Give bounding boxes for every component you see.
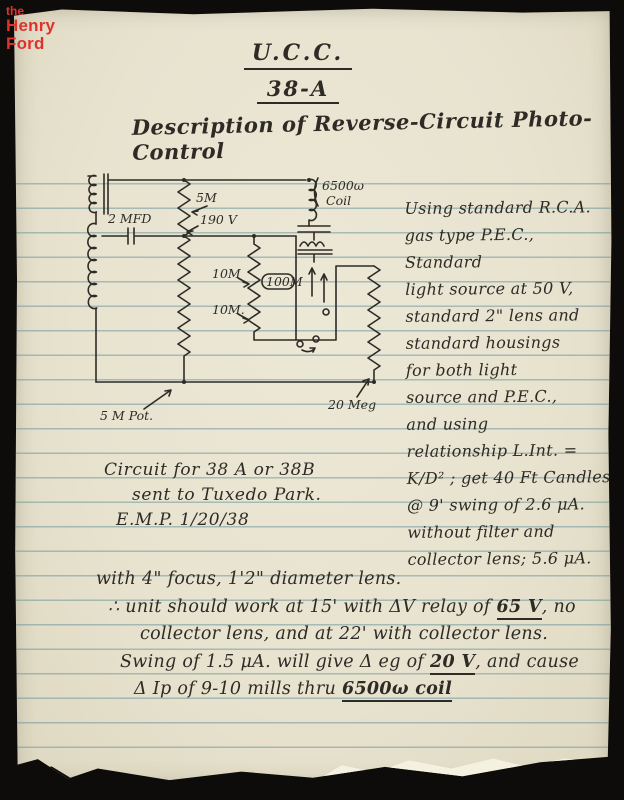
side-note-line: without filter and [407,521,555,542]
side-note-line: gas type P.E.C., Standard [404,224,535,272]
torn-corner-notch [14,763,84,781]
side-note-line: light source at 50 V, [405,278,574,299]
side-note-line: K/D² ; get 40 Ft Candles [406,467,611,488]
logo-ford: Ford [6,33,45,53]
underlined-value: 65 V [496,596,542,620]
side-note: Using standard R.C.A. gas type P.E.C., S… [404,193,611,573]
bottom-note-text: ∴ unit should work at 15' with ΔV relay … [108,596,497,617]
bottom-note-line-1: with 4" focus, 1'2" diameter lens. [96,569,402,589]
notebook-page: U.C.C. 38-A Description of Reverse-Circu… [14,8,612,781]
side-note-line: and using [406,414,489,434]
bottom-note-text: , and cause [475,651,580,672]
bottom-note-text: Δ Ip of 9-10 mills thru [134,679,342,699]
logo-henry: Henry [6,16,56,36]
heading-org: U.C.C. [243,40,353,70]
heading-model: 38-A [256,76,340,104]
diagram-caption: Circuit for 38 A or 38B sent to Tuxedo P… [104,458,322,533]
side-note-line: Using standard R.C.A. [404,197,592,218]
side-note-line: standard housings [405,332,561,353]
side-note-line: for both light [405,359,518,380]
bottom-note-text: Swing of 1.5 μA. will give Δ eg of [120,651,431,672]
bottom-note-line-3: collector lens, and at 22' with collecto… [140,624,549,644]
bottom-note-line-4: Swing of 1.5 μA. will give Δ eg of 20 V,… [84,649,611,677]
underlined-value: 20 V [430,651,476,675]
side-note-line: source and P.E.C., [406,386,558,407]
caption-line-2: sent to Tuxedo Park. [132,485,322,505]
henry-ford-logo: the Henry Ford [6,5,55,52]
bottom-note-line-5: Δ Ip of 9-10 mills thru 6500ω coil [84,676,611,704]
bottom-note-text: , no [541,596,576,617]
page-subtitle: Description of Reverse-Circuit Photo-Con… [131,105,593,165]
logo-the: the [6,4,24,18]
page-heading: U.C.C. 38-A [14,40,582,104]
caption-line-1: Circuit for 38 A or 38B [104,460,316,480]
caption-line-3: E.M.P. 1/20/38 [116,510,250,530]
side-note-line: relationship L.Int. = [406,440,578,461]
underlined-value: 6500ω coil [341,679,453,702]
bottom-note: with 4" focus, 1'2" diameter lens. ∴ uni… [84,566,611,704]
side-note-line: @ 9' swing of 2.6 μA. [406,494,586,515]
side-note-line: standard 2" lens and [405,305,580,326]
bottom-note-line-2: ∴ unit should work at 15' with ΔV relay … [84,594,611,622]
